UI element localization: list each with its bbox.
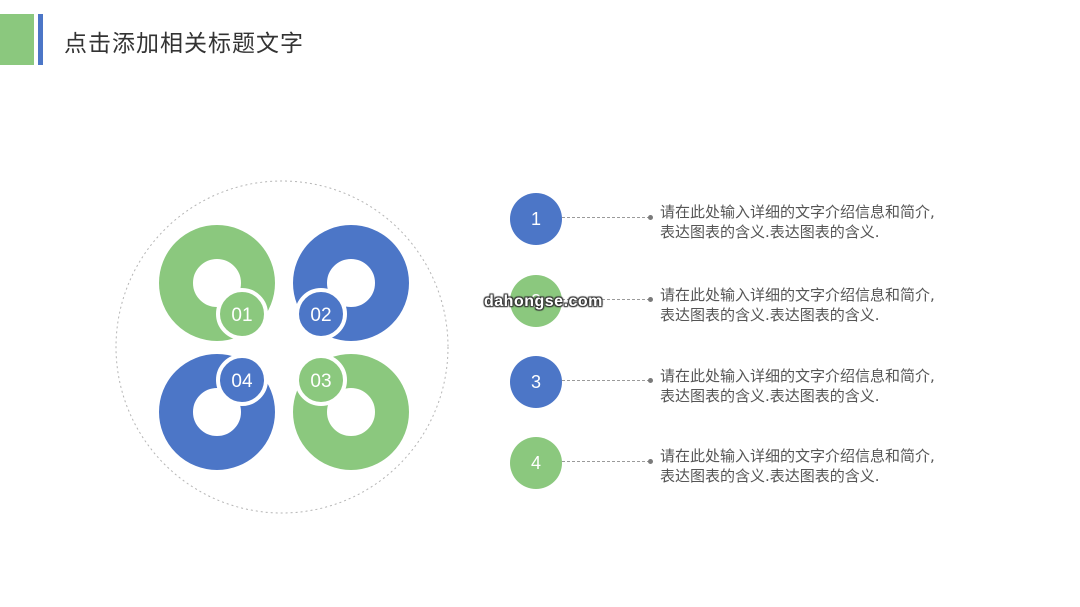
row-2-connector-line <box>562 299 650 300</box>
watermark-text: dahongse.com <box>484 293 603 310</box>
row-1-description: 请在此处输入详细的文字介绍信息和简介, 表达图表的含义.表达图表的含义. <box>660 202 990 242</box>
row-3-description-line-1: 请在此处输入详细的文字介绍信息和简介, <box>660 367 935 385</box>
row-2-description: 请在此处输入详细的文字介绍信息和简介, 表达图表的含义.表达图表的含义. <box>660 285 990 325</box>
ring-04 <box>159 354 275 470</box>
row-4-connector-line <box>562 461 650 462</box>
row-1-connector-dot <box>648 215 653 220</box>
row-2-connector-dot <box>648 297 653 302</box>
row-1-description-line-1: 请在此处输入详细的文字介绍信息和简介, <box>660 203 935 221</box>
row-4-description: 请在此处输入详细的文字介绍信息和简介, 表达图表的含义.表达图表的含义. <box>660 446 990 486</box>
row-4-connector-dot <box>648 459 653 464</box>
header-accent-green-bar <box>0 14 34 65</box>
row-1-connector-line <box>562 217 650 218</box>
badge-02 <box>295 288 347 340</box>
ring-02 <box>293 225 409 341</box>
row-2-description-line-2: 表达图表的含义.表达图表的含义. <box>660 306 880 324</box>
row-4-description-line-1: 请在此处输入详细的文字介绍信息和简介, <box>660 447 935 465</box>
badge-04-label: 04 <box>231 371 253 392</box>
row-1-description-line-2: 表达图表的含义.表达图表的含义. <box>660 223 880 241</box>
row-4-description-line-2: 表达图表的含义.表达图表的含义. <box>660 467 880 485</box>
row-4-number-badge: 4 <box>510 437 562 489</box>
ring-01 <box>159 225 275 341</box>
row-3-description-line-2: 表达图表的含义.表达图表的含义. <box>660 387 880 405</box>
badge-03-label: 03 <box>310 371 331 392</box>
row-3-number-badge: 3 <box>510 356 562 408</box>
badge-03 <box>295 354 347 406</box>
row-3-description: 请在此处输入详细的文字介绍信息和简介, 表达图表的含义.表达图表的含义. <box>660 366 990 406</box>
header-accent-blue-bar <box>38 14 43 65</box>
row-3-connector-dot <box>648 378 653 383</box>
badge-02-label: 02 <box>310 305 331 326</box>
row-2-number-badge: 2 <box>510 275 562 327</box>
outer-dashed-circle <box>115 180 449 514</box>
row-3-connector-line <box>562 380 650 381</box>
row-2-description-line-1: 请在此处输入详细的文字介绍信息和简介, <box>660 286 935 304</box>
page-title: 点击添加相关标题文字 <box>64 31 304 57</box>
badge-01 <box>216 288 268 340</box>
ring-03 <box>293 354 409 470</box>
badge-04 <box>216 354 268 406</box>
badge-01-label: 01 <box>231 305 252 326</box>
row-1-number-badge: 1 <box>510 193 562 245</box>
